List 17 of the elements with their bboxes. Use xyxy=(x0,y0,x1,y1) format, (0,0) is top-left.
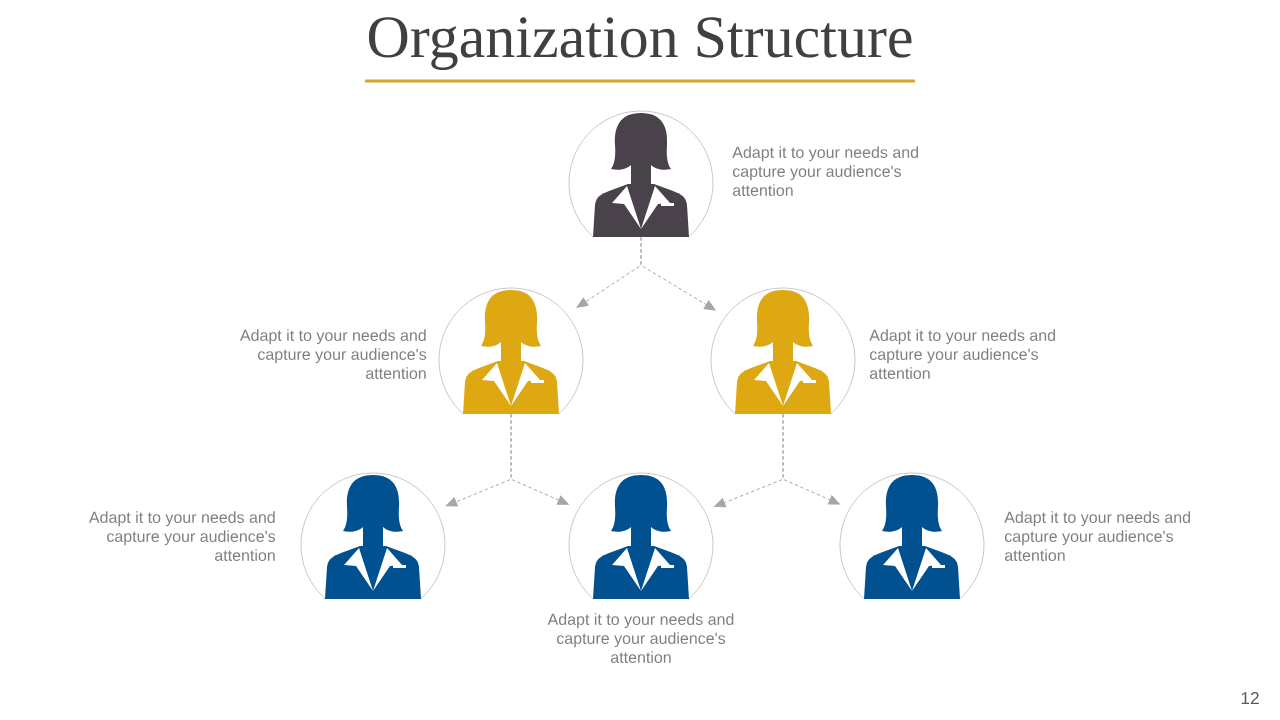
page-number: 12 xyxy=(1241,691,1259,705)
node-caption: Adapt it to your needs and capture your audience's attention xyxy=(732,146,918,196)
arrow xyxy=(782,413,840,505)
person-avatar xyxy=(710,287,856,415)
person-avatar xyxy=(568,110,714,238)
node-caption: Adapt it to your needs and capture your audience's attention xyxy=(869,329,1055,379)
person-avatar xyxy=(839,472,985,600)
arrow xyxy=(640,236,716,311)
slide-title: Organization Structure xyxy=(368,17,912,70)
node-caption: Adapt it to your needs and capture your audience's attention xyxy=(1004,511,1190,561)
node-caption: Adapt it to your needs and capture your audience's attention xyxy=(88,511,276,561)
node-caption: Adapt it to your needs and capture your audience's attention xyxy=(547,613,734,663)
node-caption: Adapt it to your needs and capture your audience's attention xyxy=(239,329,427,379)
person-avatar xyxy=(568,472,714,600)
person-avatar xyxy=(438,287,584,415)
person-avatar xyxy=(300,472,446,600)
arrow xyxy=(510,413,569,505)
